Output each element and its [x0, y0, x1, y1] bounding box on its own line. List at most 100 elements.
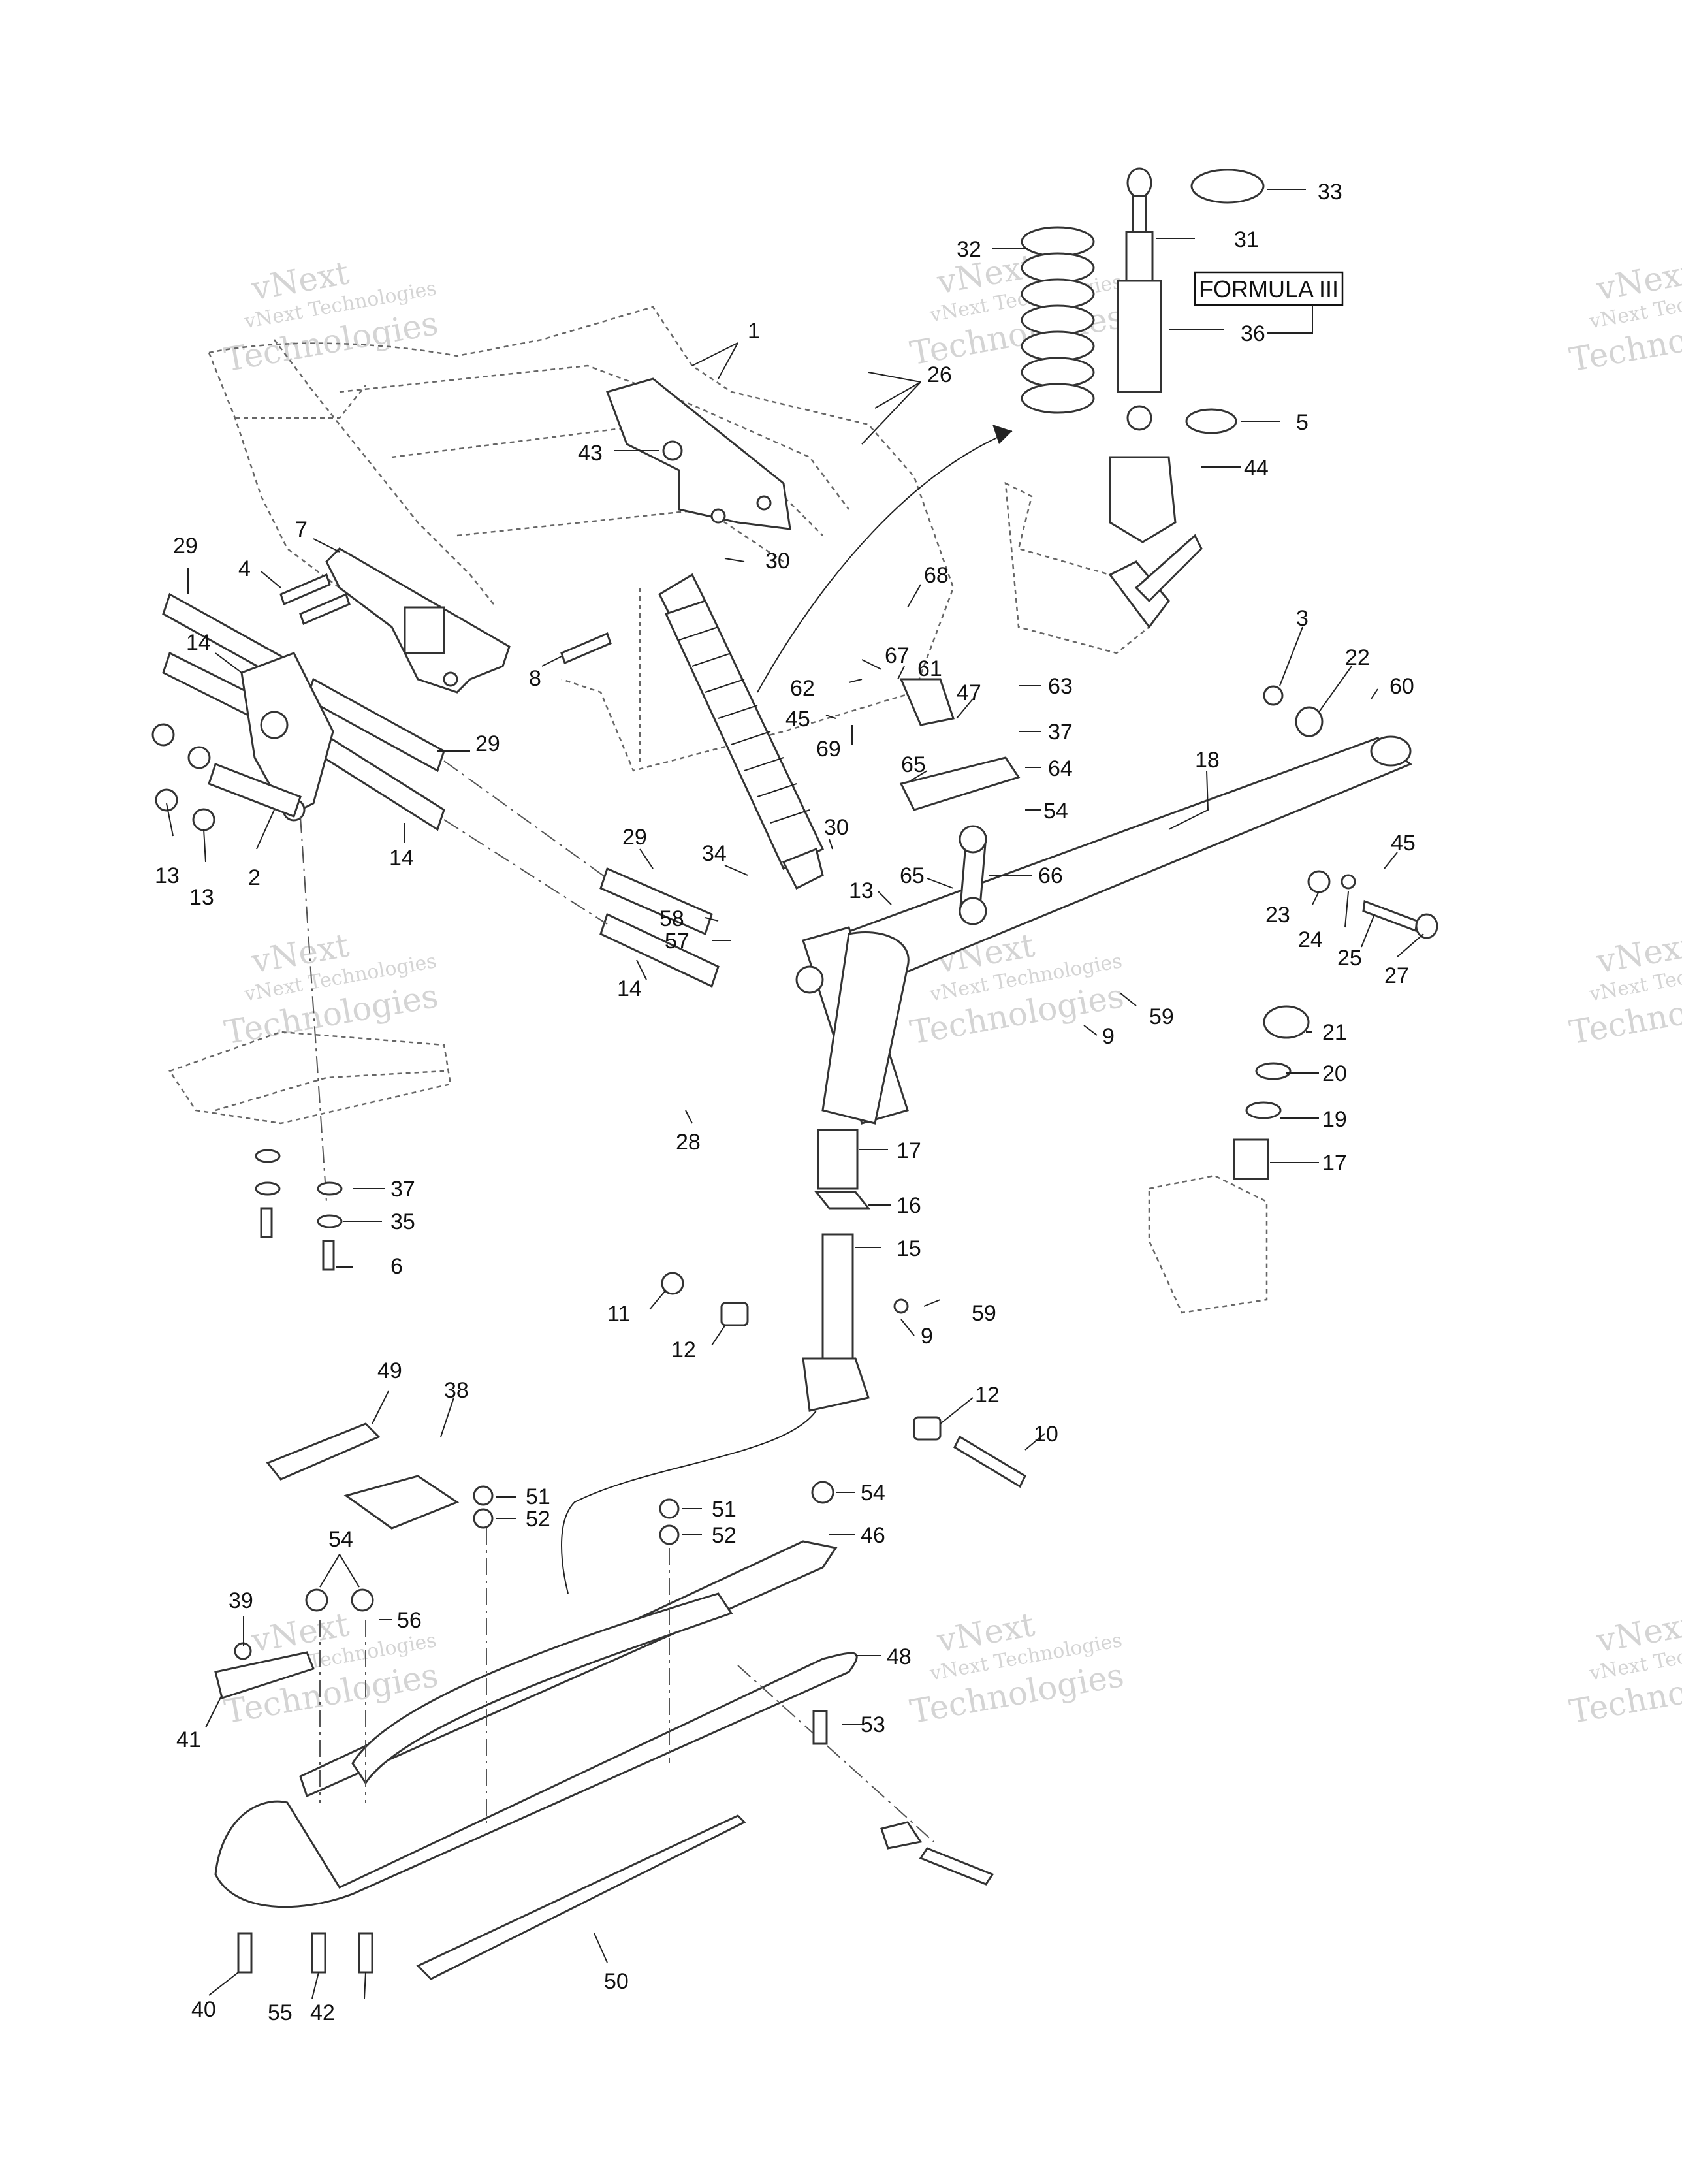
callout-13: 13 [849, 878, 874, 903]
formula-box-frame [1194, 271, 1344, 306]
callout-69: 69 [816, 737, 841, 762]
callout-43: 43 [578, 441, 603, 466]
callout-64: 64 [1048, 756, 1073, 781]
callout-36: 36 [1241, 321, 1265, 346]
callout-37: 37 [390, 1177, 415, 1202]
callout-3: 3 [1296, 606, 1309, 631]
lower-left-bracket [168, 816, 452, 1271]
bracket-44 [1109, 456, 1177, 543]
callout-65: 65 [901, 752, 926, 777]
callout-52: 52 [526, 1507, 550, 1532]
callout-27: 27 [1384, 963, 1409, 988]
watermark: vNext vNext Technologies Technologies [907, 1605, 1126, 1731]
callout-17: 17 [897, 1138, 921, 1163]
callout-40: 40 [191, 1997, 216, 2022]
callout-45: 45 [785, 707, 810, 731]
callout-39: 39 [229, 1588, 253, 1613]
callout-33: 33 [1318, 180, 1342, 204]
callout-21: 21 [1322, 1020, 1347, 1045]
callout-19: 19 [1322, 1107, 1347, 1132]
callout-58: 58 [659, 907, 684, 931]
watermark: vNext vNext Technologies Technologies [221, 253, 441, 379]
watermark: vNext vNext Technologies Technologies [1566, 253, 1682, 379]
callout-4: 4 [238, 556, 251, 581]
callout-54: 54 [328, 1527, 353, 1552]
callout-41: 41 [176, 1727, 201, 1752]
callout-30: 30 [824, 815, 849, 840]
callout-24: 24 [1298, 927, 1323, 952]
callout-28: 28 [676, 1130, 701, 1155]
callout-61: 61 [917, 656, 942, 681]
callout-48: 48 [887, 1645, 912, 1669]
callout-53: 53 [861, 1712, 885, 1737]
callout-66: 66 [1038, 863, 1063, 888]
spring-32 [1021, 226, 1095, 414]
callout-45: 45 [1391, 831, 1416, 856]
callout-38: 38 [444, 1378, 469, 1403]
arrow-curve [757, 430, 1013, 693]
callout-54: 54 [861, 1481, 885, 1505]
watermark: vNext vNext Technologies Technologies [1566, 1605, 1682, 1731]
callout-8: 8 [529, 666, 541, 691]
callouts: 1 26 43 30 7 4 29 14 8 29 13 13 2 14 29 … [155, 180, 1416, 2025]
callout-12: 12 [671, 1338, 696, 1362]
bolts-4 [279, 573, 351, 626]
callout-15: 15 [897, 1236, 921, 1261]
washer-5 [1185, 408, 1237, 434]
callout-18: 18 [1195, 748, 1220, 773]
arrow-head [992, 425, 1012, 444]
callout-46: 46 [861, 1523, 885, 1548]
leader-lines [166, 189, 1424, 1999]
watermark: vNext vNext Technologies Technologies [221, 926, 441, 1052]
right-side-parts [1148, 685, 1438, 1314]
callout-65: 65 [900, 863, 925, 888]
formula-label: FORMULA III [1199, 276, 1339, 302]
callout-13: 13 [155, 863, 180, 888]
callout-55: 55 [268, 2000, 293, 2025]
callout-25: 25 [1337, 946, 1362, 971]
callout-31: 31 [1234, 227, 1259, 252]
callout-59: 59 [1149, 1004, 1174, 1029]
bracket-7 [325, 547, 511, 694]
watermark: vNext vNext Technologies Technologies [1566, 926, 1682, 1052]
callout-34: 34 [702, 841, 727, 866]
spindle-hardware [661, 1272, 1026, 1488]
callout-23: 23 [1265, 903, 1290, 927]
callout-14: 14 [617, 976, 642, 1001]
callout-63: 63 [1048, 674, 1073, 699]
callout-60: 60 [1389, 674, 1414, 699]
callout-6: 6 [390, 1254, 403, 1279]
shock-absorber-rear [658, 573, 824, 890]
callout-54: 54 [1043, 799, 1068, 824]
nuts-13 [151, 723, 215, 831]
callout-37: 37 [1048, 720, 1073, 745]
callout-30: 30 [765, 549, 790, 573]
bracket-43 [606, 377, 791, 530]
callout-1: 1 [748, 319, 760, 344]
callout-67: 67 [885, 643, 910, 668]
callout-52: 52 [712, 1523, 737, 1548]
rods-29-14 [162, 592, 720, 988]
callout-7: 7 [295, 517, 308, 542]
callout-44: 44 [1244, 456, 1269, 481]
formula-box: FORMULA III [1194, 271, 1344, 334]
callout-29: 29 [475, 731, 500, 756]
callout-49: 49 [377, 1358, 402, 1383]
callout-68: 68 [924, 563, 949, 588]
callout-57: 57 [665, 929, 690, 954]
mount-bracket-right [1004, 481, 1203, 654]
callout-32: 32 [957, 237, 981, 262]
cap-33 [1190, 169, 1265, 204]
shock-36 [1117, 167, 1162, 431]
spindle-15 [802, 1129, 871, 1412]
watermark: vNext vNext Technologies Technologies [907, 247, 1126, 372]
steering-arm-64-66 [899, 678, 1021, 925]
callout-17: 17 [1322, 1151, 1347, 1176]
callout-26: 26 [927, 362, 952, 387]
trailing-arm-18 [795, 735, 1412, 1125]
callout-11: 11 [607, 1302, 630, 1326]
formula-leader [1267, 305, 1313, 334]
callout-5: 5 [1296, 410, 1309, 435]
callout-29: 29 [622, 825, 647, 850]
